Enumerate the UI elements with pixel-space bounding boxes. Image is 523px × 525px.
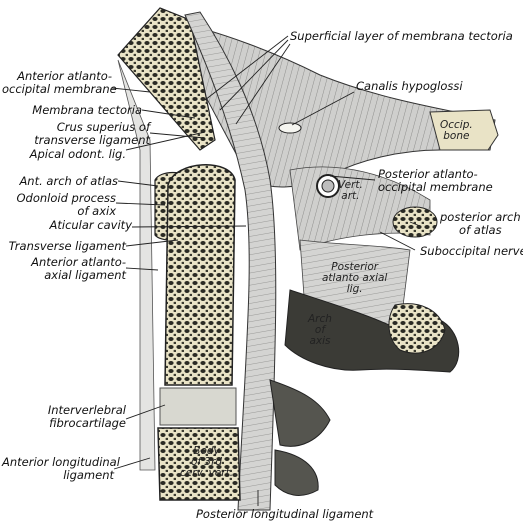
label-posterior-longitudinal-ligament: Posterior longitudinal ligament: [196, 507, 374, 521]
label-odontoid-process: Odonloid process of axix: [16, 191, 116, 218]
axis-body: [164, 164, 236, 386]
intervertebral-disc: [159, 387, 237, 426]
inner-label-body-of-3rd-cerv-vert: Body of 3rd cerv. vert.: [180, 445, 234, 479]
label-crus-superius: Crus superius of transverse ligament: [34, 120, 150, 147]
posterior-process: [388, 303, 446, 354]
anterior-ligament-strip: [117, 59, 156, 471]
label-membrana-tectoria: Membrana tectoria: [32, 103, 142, 117]
leader-lines: [111, 35, 421, 506]
tectorial-membrane: [184, 11, 277, 511]
label-anterior-atlanto-axial-ligament: Anterior atlanto- axial ligament: [31, 255, 126, 282]
third-vertebra-body: [157, 427, 241, 501]
inner-label-arch-of-axis: Arch of axis: [308, 313, 332, 347]
label-superficial-layer-membrana-tectoria: Superficial layer of membrana tectoria: [290, 29, 513, 43]
basiocciput-bone: [117, 7, 216, 151]
label-anterior-longitudinal-ligament: Anterior longitudinal ligament: [2, 455, 120, 482]
label-suboccipital-nerve: Suboccipital nerve: [420, 244, 523, 258]
inner-label-vert-art: Vert. art.: [338, 179, 363, 202]
lower-posterior-mass: [269, 379, 331, 447]
label-posterior-atlanto-occipital-membrane: Posterior atlanto- occipital membrane: [378, 167, 493, 194]
label-aticular-cavity: Aticular cavity: [49, 218, 133, 232]
hypoglossal-canal: [278, 122, 302, 134]
posterior-arch-bone: [392, 206, 438, 238]
label-apical-odont-lig: Apical odont. lig.: [29, 147, 126, 161]
label-intervertebral-fibrocartilage: Interverlebral fibrocartilage: [47, 403, 126, 430]
label-ant-arch-atlas: Ant. arch of atlas: [19, 174, 118, 188]
inner-label-posterior-atlanto-axial-lig: Posterior atlanto axial lig.: [322, 261, 388, 295]
label-posterior-arch-of-atlas: posterior arch of atlas: [440, 210, 521, 237]
label-anterior-atlanto-occipital-membrane: Anterior atlanto- occipital membrane: [2, 69, 117, 96]
label-canalis-hypoglossi: Canalis hypoglossi: [356, 79, 463, 93]
vertebral-artery-inner: [321, 179, 335, 193]
inner-label-occip-bone: Occip. bone: [440, 119, 473, 142]
occipital-bone-tip: [429, 109, 499, 151]
label-transverse-ligament: Transverse ligament: [8, 239, 126, 253]
lower-posterior-mass-2: [274, 449, 319, 496]
